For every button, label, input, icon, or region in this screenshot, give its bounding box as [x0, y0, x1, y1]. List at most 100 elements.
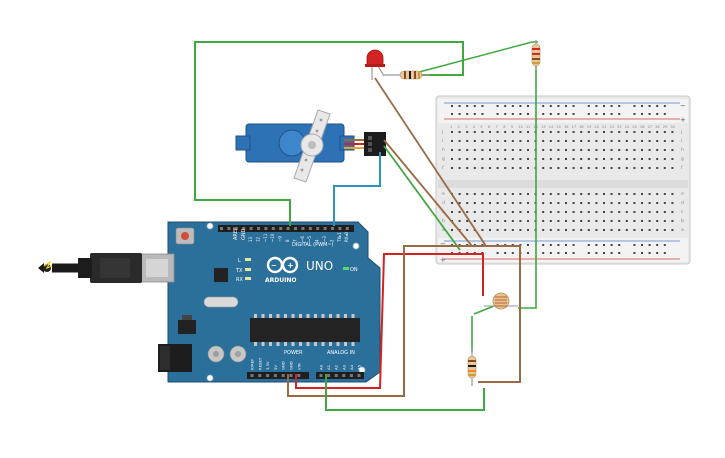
breadboard-hole[interactable]	[572, 193, 575, 195]
breadboard-hole[interactable]	[671, 140, 674, 142]
rail-hole[interactable]	[519, 113, 522, 115]
rail-hole[interactable]	[504, 252, 507, 254]
rail-hole[interactable]	[572, 113, 575, 115]
rail-hole[interactable]	[610, 252, 613, 254]
header-pin[interactable]	[286, 227, 290, 230]
wire-green-servo[interactable]	[383, 145, 461, 251]
rail-hole[interactable]	[603, 113, 605, 115]
breadboard-hole[interactable]	[458, 140, 461, 142]
breadboard-hole[interactable]	[595, 131, 598, 133]
breadboard-hole[interactable]	[648, 140, 651, 142]
breadboard-hole[interactable]	[671, 167, 674, 169]
breadboard-hole[interactable]	[481, 167, 484, 169]
breadboard-hole[interactable]	[473, 202, 476, 204]
breadboard-hole[interactable]	[625, 220, 628, 222]
breadboard-hole[interactable]	[610, 202, 613, 204]
breadboard-hole[interactable]	[511, 202, 514, 204]
breadboard-hole[interactable]	[542, 140, 545, 142]
rail-hole[interactable]	[633, 105, 636, 107]
header-pin[interactable]	[327, 374, 331, 377]
breadboard-hole[interactable]	[511, 131, 514, 133]
dc-power-jack[interactable]	[158, 344, 192, 372]
breadboard-hole[interactable]	[451, 167, 453, 169]
breadboard-hole[interactable]	[451, 211, 453, 213]
rail-hole[interactable]	[618, 244, 621, 246]
breadboard-hole[interactable]	[610, 193, 613, 195]
breadboard-hole[interactable]	[671, 149, 674, 151]
breadboard-hole[interactable]	[451, 158, 453, 160]
breadboard-hole[interactable]	[663, 140, 666, 142]
rail-hole[interactable]	[618, 252, 621, 254]
breadboard-hole[interactable]	[595, 193, 598, 195]
breadboard-hole[interactable]	[618, 220, 621, 222]
rail-hole[interactable]	[504, 105, 507, 107]
rail-hole[interactable]	[648, 113, 651, 115]
breadboard-hole[interactable]	[504, 202, 507, 204]
breadboard-hole[interactable]	[671, 158, 674, 160]
breadboard-hole[interactable]	[625, 229, 628, 231]
breadboard-hole[interactable]	[603, 149, 605, 151]
breadboard-hole[interactable]	[504, 211, 507, 213]
wire-green-led-resistor[interactable]	[407, 41, 538, 76]
header-pin[interactable]	[345, 227, 349, 230]
header-pin[interactable]	[266, 374, 270, 377]
breadboard-hole[interactable]	[572, 140, 575, 142]
breadboard-hole[interactable]	[557, 149, 560, 151]
breadboard-hole[interactable]	[489, 149, 491, 151]
breadboard-hole[interactable]	[656, 211, 659, 213]
breadboard-hole[interactable]	[565, 202, 567, 204]
breadboard-hole[interactable]	[648, 131, 651, 133]
breadboard-hole[interactable]	[633, 149, 636, 151]
breadboard-hole[interactable]	[641, 149, 643, 151]
wire-red-5v[interactable]	[295, 253, 484, 389]
breadboard-hole[interactable]	[549, 149, 552, 151]
rail-hole[interactable]	[519, 105, 522, 107]
breadboard-hole[interactable]	[671, 202, 674, 204]
rail-hole[interactable]	[572, 244, 575, 246]
rail-hole[interactable]	[557, 105, 560, 107]
breadboard-hole[interactable]	[496, 158, 499, 160]
breadboard-hole[interactable]	[641, 202, 643, 204]
breadboard-hole[interactable]	[519, 193, 522, 195]
rail-hole[interactable]	[565, 252, 567, 254]
breadboard-hole[interactable]	[549, 211, 552, 213]
breadboard-hole[interactable]	[466, 229, 469, 231]
servo-connector[interactable]	[364, 132, 386, 156]
breadboard-hole[interactable]	[633, 158, 636, 160]
header-pin[interactable]	[242, 227, 246, 230]
header-pin[interactable]	[220, 227, 223, 230]
breadboard-hole[interactable]	[511, 229, 514, 231]
breadboard-hole[interactable]	[557, 220, 560, 222]
breadboard-hole[interactable]	[648, 202, 651, 204]
breadboard-hole[interactable]	[572, 220, 575, 222]
breadboard-hole[interactable]	[610, 220, 613, 222]
breadboard-hole[interactable]	[587, 149, 590, 151]
breadboard-hole[interactable]	[473, 158, 476, 160]
breadboard-hole[interactable]	[656, 167, 659, 169]
breadboard-hole[interactable]	[587, 131, 590, 133]
breadboard-hole[interactable]	[473, 140, 476, 142]
breadboard-hole[interactable]	[481, 158, 484, 160]
breadboard-hole[interactable]	[504, 149, 507, 151]
breadboard-hole[interactable]	[618, 193, 621, 195]
breadboard-hole[interactable]	[633, 131, 636, 133]
breadboard-hole[interactable]	[511, 167, 514, 169]
arduino-uno-board[interactable]: DIGITAL (PWM~) AREF GND TX RX L − + UNO …	[167, 221, 381, 383]
breadboard-hole[interactable]	[519, 140, 522, 142]
rail-hole[interactable]	[595, 113, 598, 115]
breadboard-hole[interactable]	[663, 229, 666, 231]
resistor-top-right[interactable]	[531, 40, 541, 70]
breadboard-hole[interactable]	[648, 211, 651, 213]
breadboard-hole[interactable]	[610, 158, 613, 160]
header-pin[interactable]	[250, 374, 254, 377]
breadboard-hole[interactable]	[557, 229, 560, 231]
rail-hole[interactable]	[603, 252, 605, 254]
breadboard-hole[interactable]	[565, 140, 567, 142]
breadboard-hole[interactable]	[625, 202, 628, 204]
rail-hole[interactable]	[511, 252, 514, 254]
rail-hole[interactable]	[663, 244, 666, 246]
rail-hole[interactable]	[496, 252, 499, 254]
breadboard-hole[interactable]	[610, 131, 613, 133]
rail-hole[interactable]	[610, 113, 613, 115]
